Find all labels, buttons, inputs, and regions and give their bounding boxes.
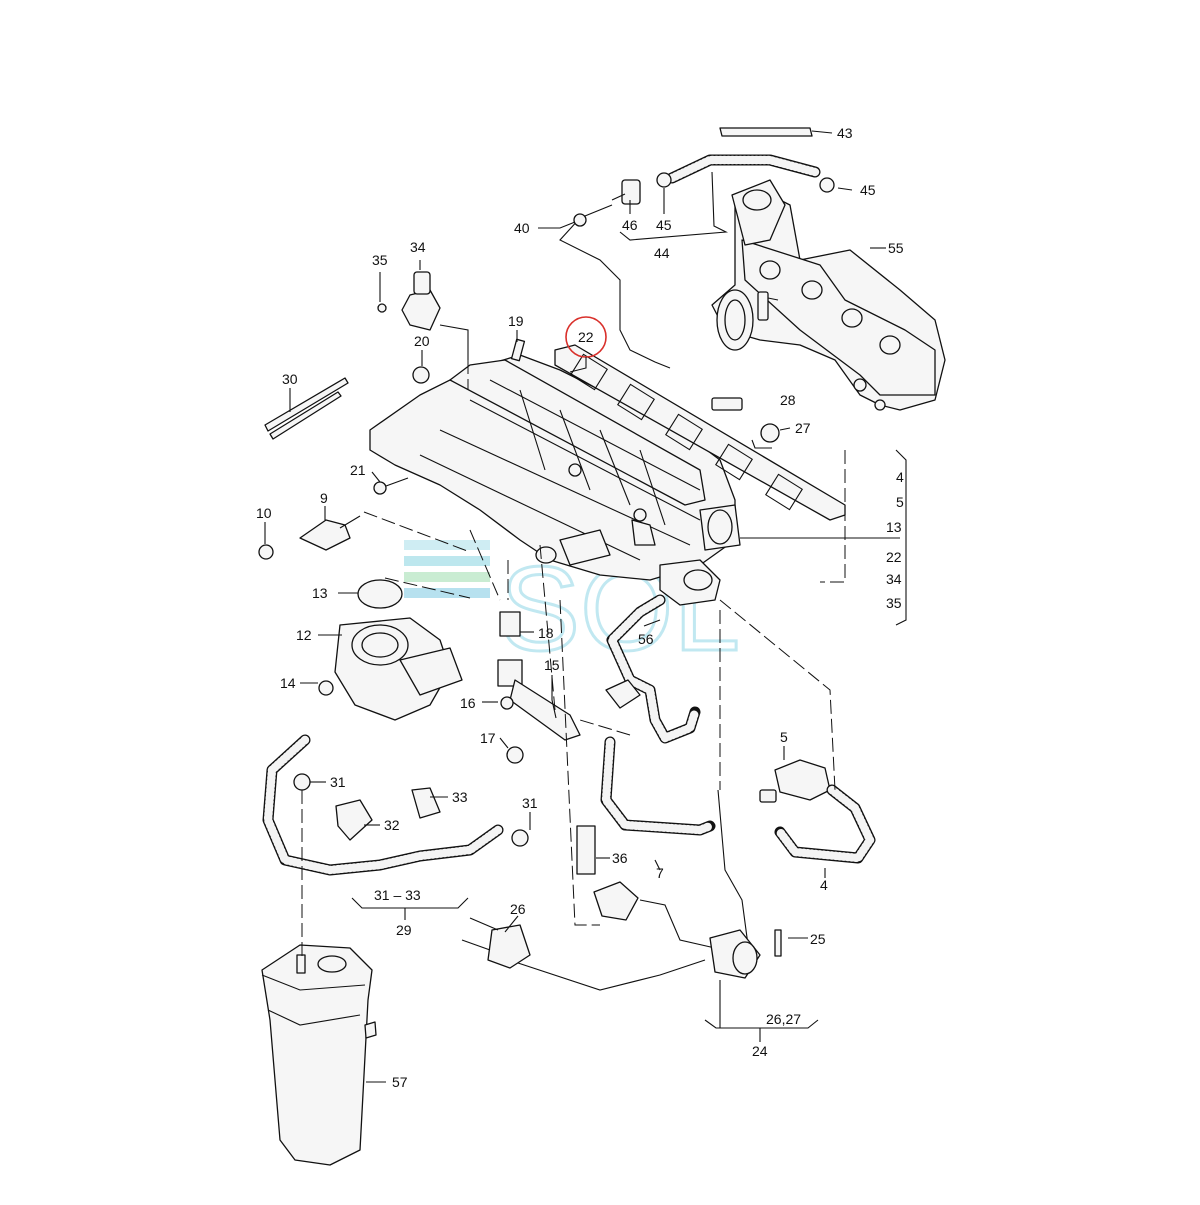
sensor-9-10 — [258, 515, 361, 560]
callout-26: 26 — [510, 901, 526, 917]
callout-21: 21 — [350, 462, 366, 478]
callout-4: 4 — [820, 877, 828, 893]
callout-18: 18 — [538, 625, 554, 641]
callout-16: 16 — [460, 695, 476, 711]
sensor-34 — [377, 271, 441, 331]
callout-5: 5 — [896, 494, 904, 510]
callout-13: 13 — [886, 519, 902, 535]
callout-43: 43 — [837, 125, 853, 141]
callout-34: 34 — [410, 239, 426, 255]
callout-4: 4 — [896, 469, 904, 485]
callout-31-33: 31 – 33 — [374, 887, 421, 903]
callout-28: 28 — [780, 392, 796, 408]
pipe-assembly-24 — [461, 789, 782, 991]
callout-35: 35 — [886, 595, 902, 611]
sensor-28-27 — [711, 291, 780, 449]
hose-43-45 — [656, 127, 835, 193]
callout-30: 30 — [282, 371, 298, 387]
callout-13: 13 — [312, 585, 328, 601]
callout-27: 27 — [795, 420, 811, 436]
throttle-body-12 — [318, 579, 463, 721]
callout-15: 15 — [544, 657, 560, 673]
callout-57: 57 — [392, 1074, 408, 1090]
callout-45: 45 — [656, 217, 672, 233]
callout-34: 34 — [886, 571, 902, 587]
callout-5: 5 — [780, 729, 788, 745]
callout-12: 12 — [296, 627, 312, 643]
callout-46: 46 — [622, 217, 638, 233]
callout-7: 7 — [656, 865, 664, 881]
callout-20: 20 — [414, 333, 430, 349]
valve-46 — [611, 179, 641, 205]
hose-29 — [262, 734, 529, 876]
highlight-marker — [565, 316, 607, 373]
callout-40: 40 — [514, 220, 530, 236]
leader-lines — [264, 130, 907, 1083]
vacuum-pipe-40 — [559, 204, 671, 369]
callout-32: 32 — [384, 817, 400, 833]
nut-20 — [412, 366, 430, 384]
callout-36: 36 — [612, 850, 628, 866]
charcoal-canister-57 — [261, 944, 377, 1166]
bolt-21 — [373, 477, 409, 495]
turbocharger-part — [711, 179, 946, 411]
callout-29: 29 — [396, 922, 412, 938]
callout-19: 19 — [508, 313, 524, 329]
callout-26-27: 26,27 — [766, 1011, 801, 1027]
callout-labels: 22 43 45 45 46 40 44 55 34 35 19 20 30 2… — [256, 125, 904, 1090]
callout-56: 56 — [638, 631, 654, 647]
callout-17: 17 — [480, 730, 496, 746]
callout-10: 10 — [256, 505, 272, 521]
callout-45: 45 — [860, 182, 876, 198]
hose-56 — [605, 594, 701, 744]
callout-33: 33 — [452, 789, 468, 805]
callout-31: 31 — [330, 774, 346, 790]
callout-highlight: 22 — [578, 329, 594, 345]
guide-lines — [301, 360, 846, 960]
hose-7 — [600, 736, 716, 836]
watermark-logo — [404, 540, 490, 598]
callout-22: 22 — [886, 549, 902, 565]
callout-24: 24 — [752, 1043, 768, 1059]
callout-9: 9 — [320, 490, 328, 506]
callout-55: 55 — [888, 240, 904, 256]
hose-4 — [774, 784, 876, 864]
callout-31: 31 — [522, 795, 538, 811]
callout-25: 25 — [810, 931, 826, 947]
callout-44: 44 — [654, 245, 670, 261]
stud-19 — [510, 338, 526, 362]
callout-14: 14 — [280, 675, 296, 691]
callout-35: 35 — [372, 252, 388, 268]
bracket-15-18 — [497, 611, 581, 764]
valve-5 — [759, 759, 831, 803]
ties-30 — [264, 377, 349, 440]
intake-manifold-part — [369, 354, 741, 606]
